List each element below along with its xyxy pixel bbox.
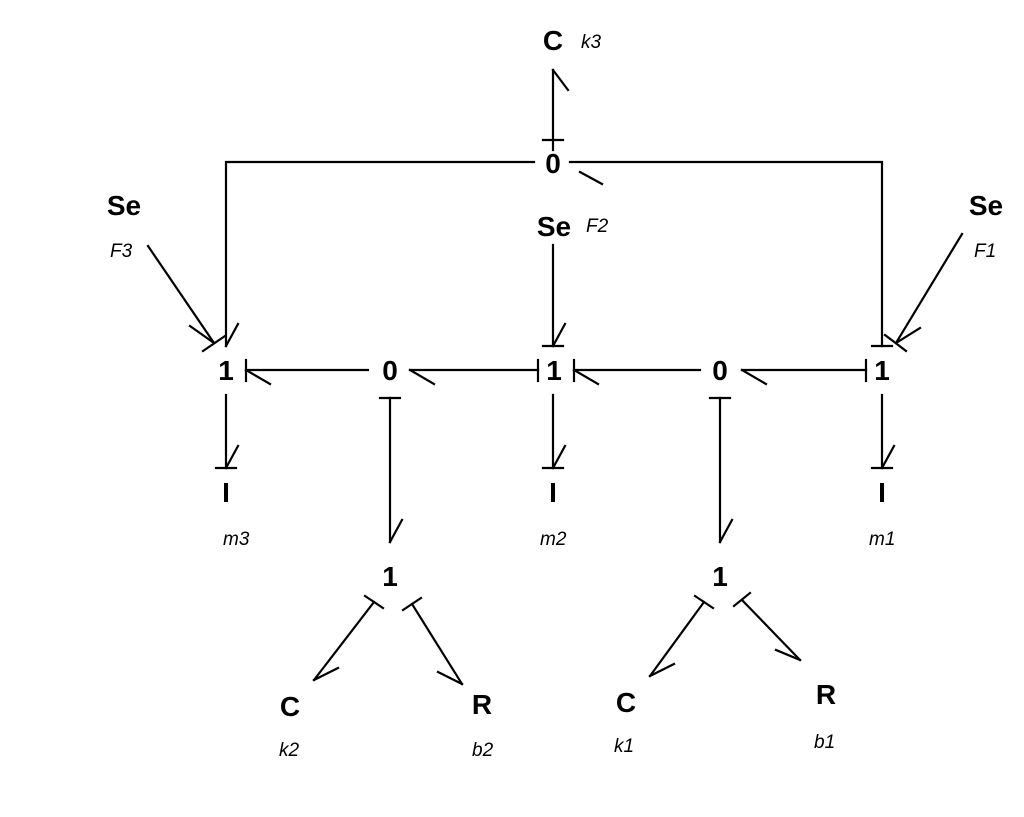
one-bottom-right-junction: 1 bbox=[712, 561, 728, 592]
c-top-label: C bbox=[543, 25, 563, 56]
i-m1-label: I bbox=[878, 477, 886, 508]
param-b1: b1 bbox=[814, 732, 835, 753]
bond-zero-right-to-one-m2 bbox=[572, 358, 702, 386]
bond-zero-top-to-one-m3 bbox=[224, 160, 536, 348]
bond-one-bottom-left-to-r-b2 bbox=[401, 596, 464, 686]
zero-right-junction: 0 bbox=[712, 355, 728, 386]
bond-one-m3-to-i-m3 bbox=[214, 393, 240, 470]
bond-zero-right-to-one-bottom-right bbox=[708, 396, 734, 544]
param-m1: m1 bbox=[869, 529, 895, 550]
se-middle-label: Se bbox=[537, 211, 571, 242]
bond-one-m2-to-zero-left bbox=[408, 358, 540, 386]
bond-se-f3 bbox=[146, 244, 227, 353]
bond-zero-left-to-one-bottom-left bbox=[378, 396, 404, 544]
param-k2: k2 bbox=[279, 740, 300, 761]
bond-zero-top-to-one-m1 bbox=[568, 160, 894, 348]
bond-one-m2-to-i-m2 bbox=[541, 393, 567, 470]
param-m2: m2 bbox=[540, 529, 567, 550]
bond-one-bottom-left-to-c-k2 bbox=[312, 594, 385, 682]
se-left-label: Se bbox=[107, 190, 141, 221]
one-m2-junction: 1 bbox=[546, 355, 562, 386]
param-f1: F1 bbox=[974, 241, 996, 262]
param-b2: b2 bbox=[472, 740, 494, 761]
zero-left-junction: 0 bbox=[382, 355, 398, 386]
bond-one-m1-to-i-m1 bbox=[870, 393, 896, 470]
param-m3: m3 bbox=[223, 529, 250, 550]
one-m3-junction: 1 bbox=[218, 355, 234, 386]
bond-one-m1-to-zero-right bbox=[740, 358, 868, 386]
param-k3: k3 bbox=[581, 32, 602, 53]
param-f3: F3 bbox=[110, 241, 133, 262]
i-m3-label: I bbox=[222, 477, 230, 508]
bond-zero-left-to-one-m3 bbox=[244, 358, 370, 386]
param-f2: F2 bbox=[586, 216, 609, 237]
zero-top-junction: 0 bbox=[545, 148, 561, 179]
se-right-label: Se bbox=[969, 190, 1003, 221]
bond-se-f2 bbox=[541, 243, 567, 348]
bond-one-bottom-right-to-r-b1 bbox=[732, 591, 802, 662]
one-m1-junction: 1 bbox=[874, 355, 890, 386]
bond-se-f1 bbox=[883, 232, 964, 353]
i-m2-label: I bbox=[549, 477, 557, 508]
c-k2-label: C bbox=[280, 691, 300, 722]
bond-c-k3 bbox=[541, 68, 570, 152]
bond-one-bottom-right-to-c-k1 bbox=[648, 594, 715, 678]
r-b1-label: R bbox=[816, 679, 836, 710]
one-bottom-left-junction: 1 bbox=[382, 561, 398, 592]
r-b2-label: R bbox=[472, 689, 492, 720]
param-k1: k1 bbox=[614, 736, 634, 757]
c-k1-label: C bbox=[616, 687, 636, 718]
